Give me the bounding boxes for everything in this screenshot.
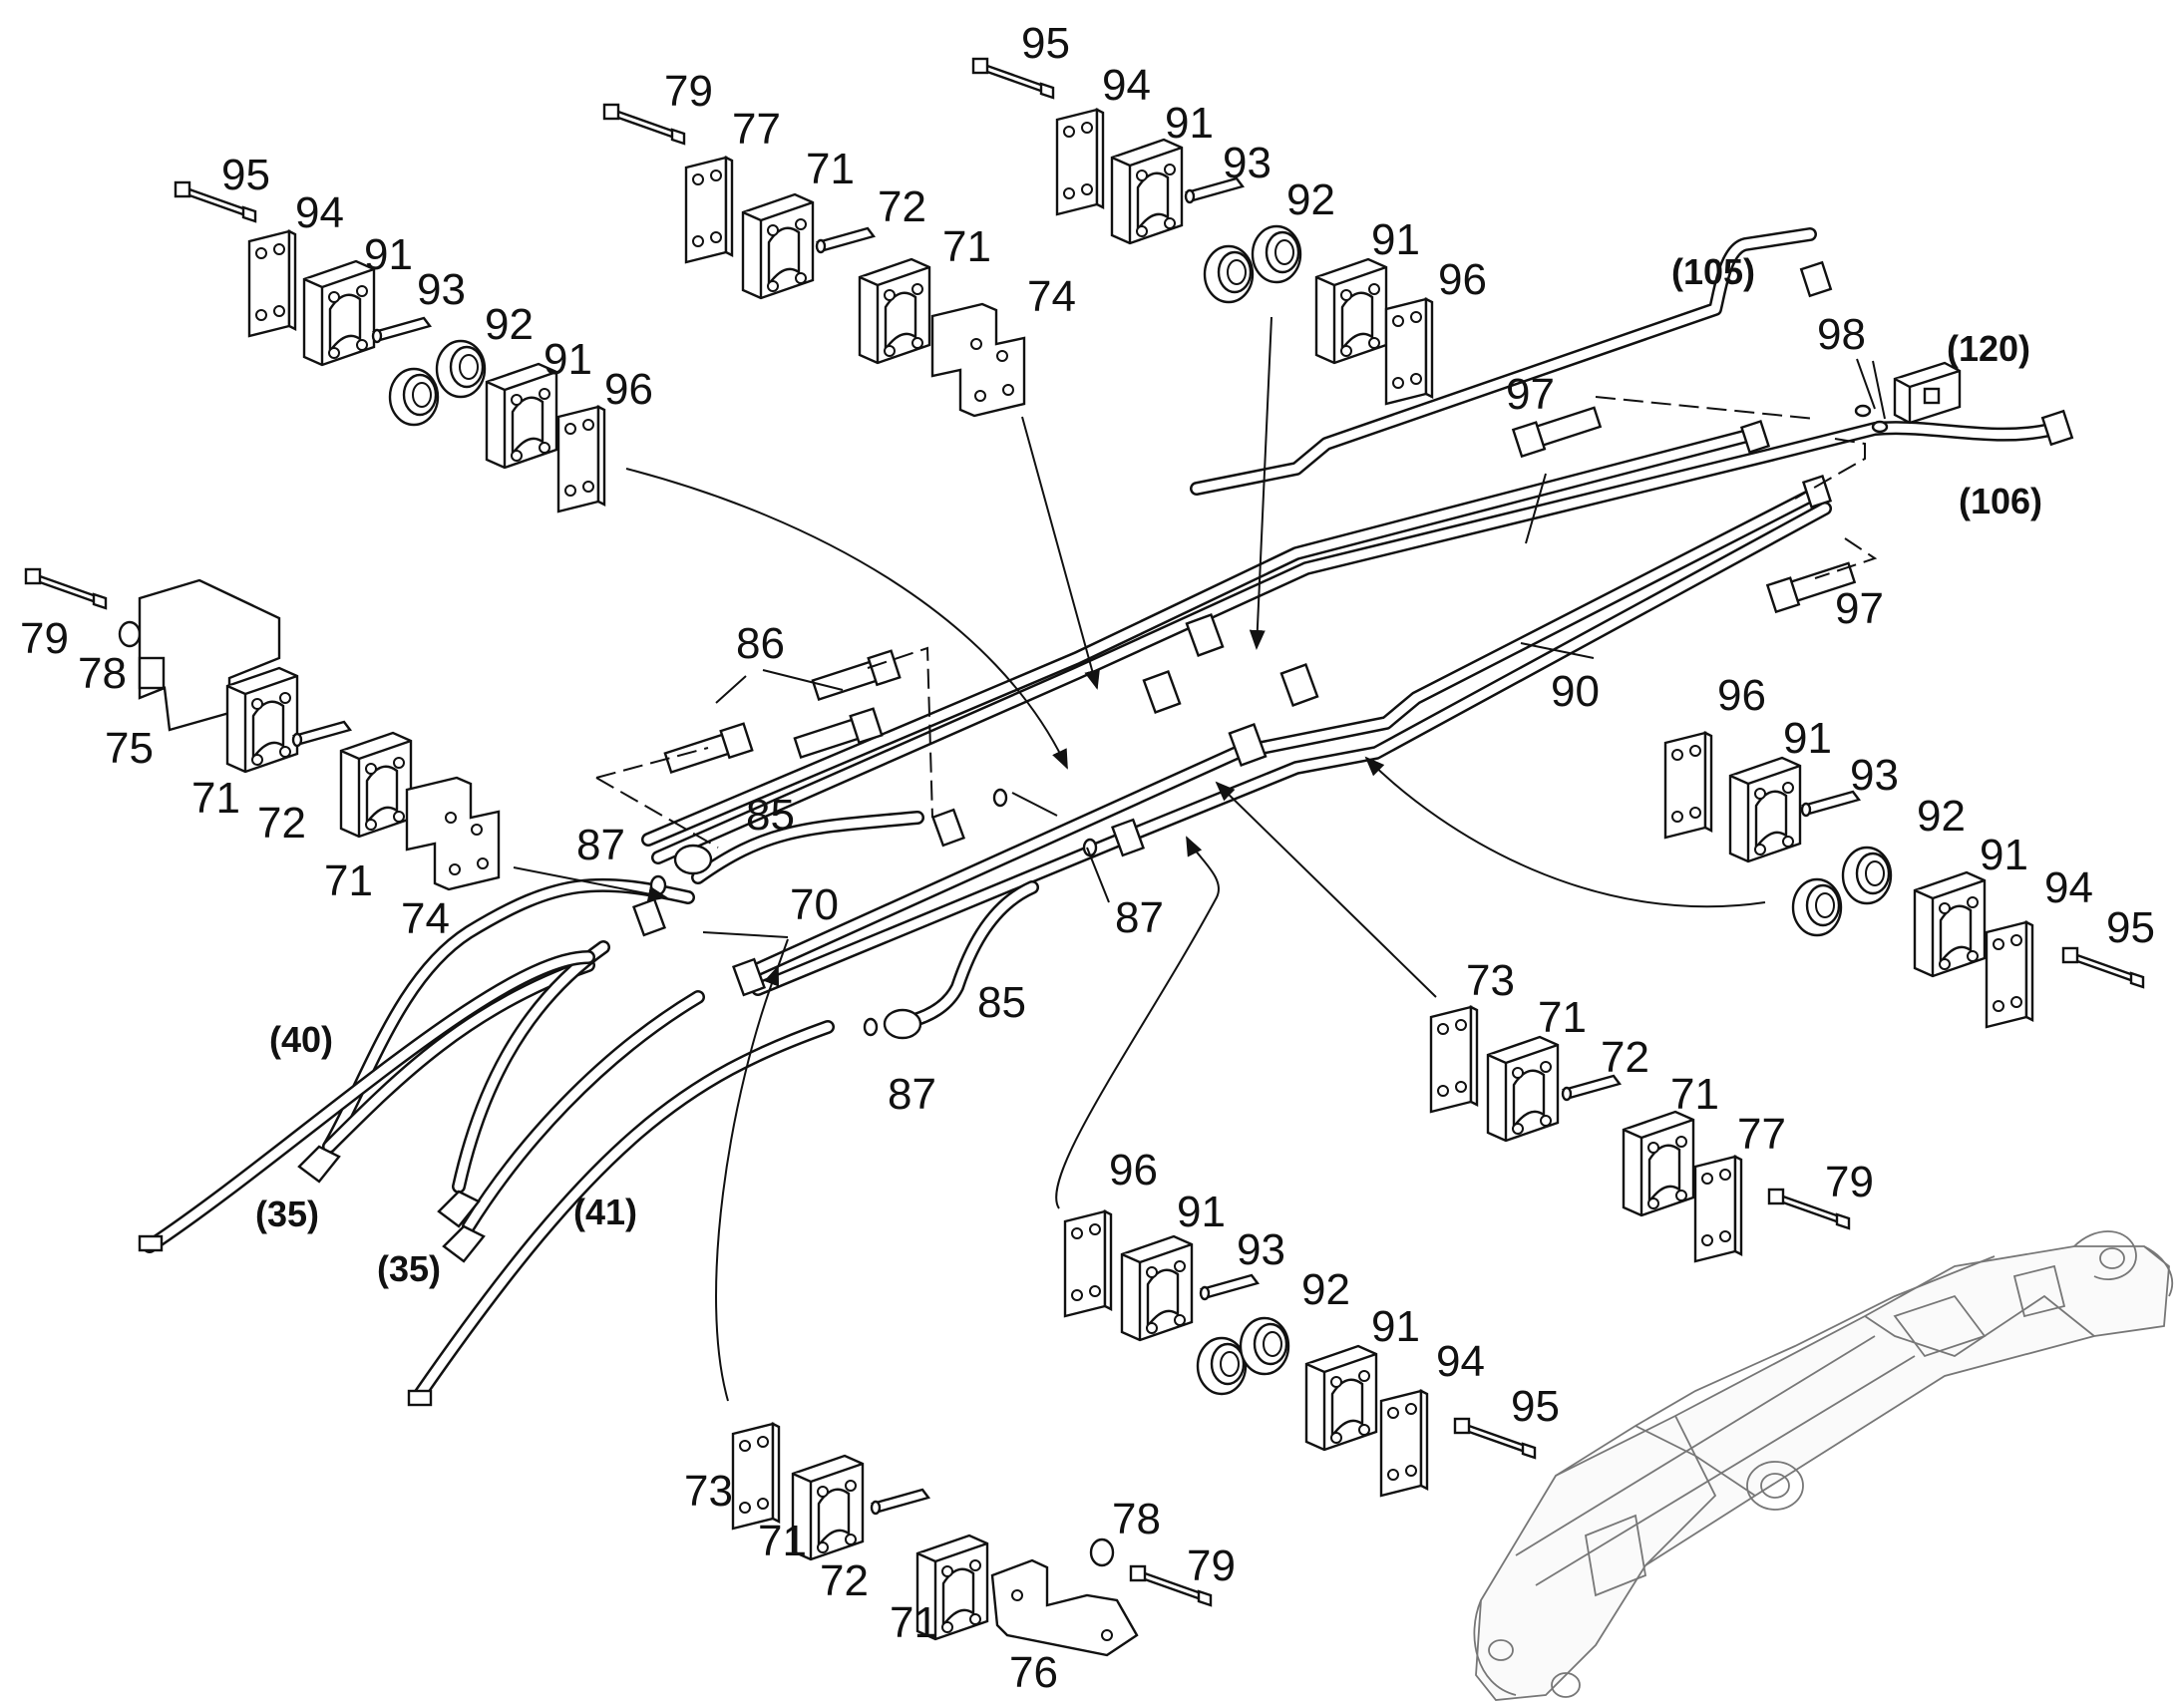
label-74-a: 74	[1027, 272, 1076, 321]
label-72-a: 72	[878, 182, 926, 231]
label-93-d: 93	[1237, 1225, 1285, 1274]
label-96-d: 96	[1109, 1146, 1158, 1195]
label-94-a: 94	[295, 188, 344, 237]
label-96-b: 96	[1438, 255, 1487, 304]
label-87-c: 87	[888, 1070, 936, 1119]
label-93-c: 93	[1850, 751, 1899, 800]
label-92-d: 92	[1301, 1265, 1350, 1314]
clamp-assembly-bottom	[731, 1422, 1213, 1657]
label-79-b: 79	[20, 614, 69, 663]
label-97-a: 97	[1506, 370, 1555, 419]
label-91-c: 91	[1165, 99, 1214, 148]
label-72-b: 72	[257, 799, 306, 848]
label-71-d: 71	[324, 856, 373, 905]
label-73-a: 73	[1466, 956, 1515, 1005]
label-95-d: 95	[1511, 1382, 1560, 1431]
label-71-a: 71	[806, 145, 855, 193]
label-91-f: 91	[1980, 831, 2028, 879]
part-labels: 95 94 91 93 92 91 96 79 77 71 72 71 74 9…	[20, 19, 2155, 1697]
label-ref-106: (106)	[1959, 481, 2042, 521]
label-71-f: 71	[1670, 1070, 1719, 1119]
label-79-c: 79	[1825, 1158, 1874, 1206]
label-96-c: 96	[1717, 671, 1766, 720]
label-94-d: 94	[1436, 1337, 1485, 1386]
label-91-d: 91	[1371, 215, 1420, 264]
label-91-h: 91	[1371, 1302, 1420, 1351]
label-79-a: 79	[664, 67, 713, 116]
label-92-c: 92	[1917, 792, 1966, 841]
center-fasteners	[649, 406, 1857, 1037]
label-87-a: 87	[576, 821, 625, 869]
label-72-d: 72	[820, 1556, 869, 1605]
label-78-a: 78	[78, 649, 127, 698]
label-70: 70	[790, 880, 839, 929]
label-71-c: 71	[191, 774, 240, 823]
label-ref-105: (105)	[1671, 251, 1755, 292]
label-ref-40: (40)	[269, 1019, 333, 1060]
label-95-b: 95	[1021, 19, 1070, 68]
clamp-assembly-left	[24, 567, 501, 891]
label-94-c: 94	[2044, 863, 2093, 912]
label-71-b: 71	[942, 222, 991, 271]
label-74-b: 74	[401, 894, 450, 943]
label-77-b: 77	[1737, 1110, 1786, 1159]
label-86: 86	[736, 619, 785, 668]
label-96-a: 96	[604, 365, 653, 414]
label-91-a: 91	[364, 230, 413, 279]
label-ref-41: (41)	[573, 1192, 637, 1232]
label-ref-35-b: (35)	[377, 1248, 441, 1289]
label-75: 75	[105, 724, 154, 773]
label-71-e: 71	[1538, 993, 1587, 1042]
label-71-g: 71	[758, 1517, 807, 1565]
label-98: 98	[1817, 310, 1866, 359]
label-85-b: 85	[977, 978, 1026, 1027]
label-91-b: 91	[544, 335, 592, 384]
label-93-b: 93	[1223, 139, 1272, 187]
label-95-a: 95	[221, 151, 270, 199]
label-85-a: 85	[746, 791, 795, 840]
label-92-a: 92	[485, 300, 534, 349]
label-93-a: 93	[417, 265, 466, 314]
junction-block	[1854, 361, 1962, 434]
label-95-c: 95	[2106, 903, 2155, 952]
boom-locator-view	[1473, 1230, 2174, 1701]
pipe-bundle	[641, 227, 2061, 996]
label-92-b: 92	[1286, 175, 1335, 224]
label-72-c: 72	[1601, 1033, 1649, 1082]
label-ref-35-a: (35)	[255, 1194, 319, 1234]
label-91-e: 91	[1783, 714, 1832, 763]
hoses	[143, 811, 1039, 1403]
label-76: 76	[1009, 1648, 1058, 1697]
label-90: 90	[1551, 667, 1600, 716]
label-91-g: 91	[1177, 1188, 1226, 1236]
label-79-d: 79	[1187, 1541, 1236, 1590]
hose-ends	[138, 844, 922, 1407]
label-94-b: 94	[1102, 61, 1151, 110]
label-87-b: 87	[1115, 893, 1164, 942]
pipe-flanges	[631, 260, 2074, 997]
label-71-h: 71	[890, 1598, 938, 1647]
label-78-b: 78	[1112, 1495, 1161, 1543]
leader-lines	[513, 316, 1886, 1402]
label-ref-120: (120)	[1947, 328, 2030, 369]
label-97-b: 97	[1835, 584, 1884, 633]
label-77-a: 77	[732, 105, 781, 154]
label-73-b: 73	[684, 1467, 733, 1516]
